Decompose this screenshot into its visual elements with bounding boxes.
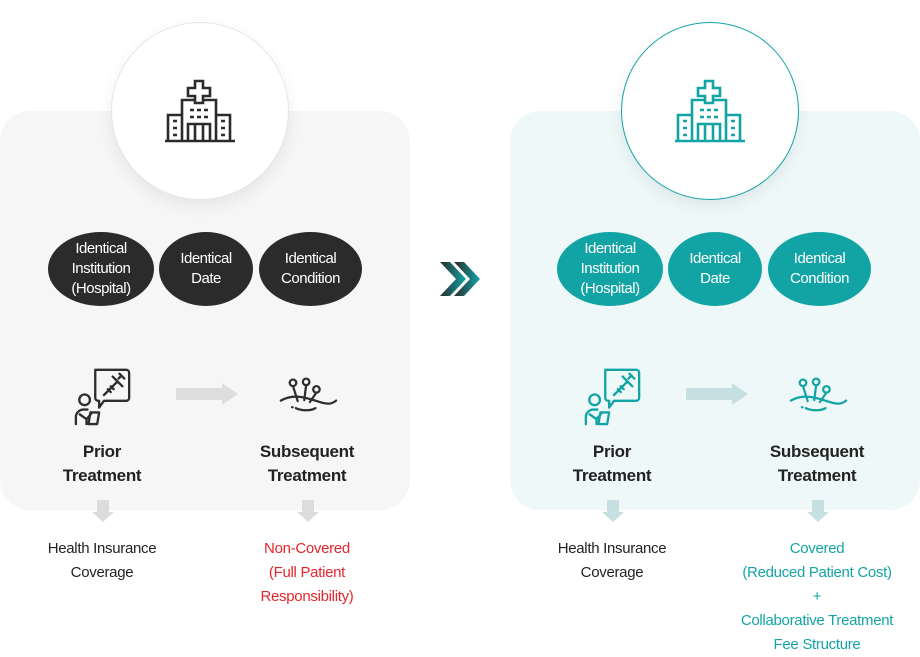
condition-institution-left: Identical Institution (Hospital)	[48, 232, 154, 306]
down-arrow-icon	[602, 500, 624, 522]
result-prior-right: Health Insurance Coverage	[557, 540, 667, 581]
step-subsequent-treatment-right: Subsequent Treatment	[769, 442, 865, 485]
step-subsequent-treatment-left: Subsequent Treatment	[259, 442, 355, 485]
down-arrow-icon	[297, 500, 319, 522]
result-prior-left: Health Insurance Coverage	[47, 540, 157, 581]
doctor-injection-icon	[72, 364, 134, 426]
step-prior-treatment-left: Prior Treatment	[62, 442, 142, 485]
result-subsequent-right: Covered (Reduced Patient Cost) + Collabo…	[740, 540, 894, 653]
condition-illness-right: Identical Condition	[768, 232, 871, 306]
condition-date-left: Identical Date	[159, 232, 253, 306]
hospital-badge-left	[111, 22, 289, 200]
acupuncture-icon	[788, 376, 848, 414]
condition-institution-right: Identical Institution (Hospital)	[557, 232, 663, 306]
down-arrow-icon	[92, 500, 114, 522]
condition-date-right: Identical Date	[668, 232, 762, 306]
step-prior-treatment-right: Prior Treatment	[572, 442, 652, 485]
right-arrow-icon	[176, 383, 238, 405]
right-arrow-icon	[686, 383, 748, 405]
hospital-badge-right	[621, 22, 799, 200]
hospital-icon	[164, 79, 236, 143]
doctor-injection-icon	[582, 364, 644, 426]
double-chevron-right-icon	[440, 262, 480, 296]
result-subsequent-left: Non-Covered (Full Patient Responsibility…	[260, 540, 354, 605]
hospital-icon	[674, 79, 746, 143]
condition-illness-left: Identical Condition	[259, 232, 362, 306]
down-arrow-icon	[807, 500, 829, 522]
acupuncture-icon	[278, 376, 338, 414]
